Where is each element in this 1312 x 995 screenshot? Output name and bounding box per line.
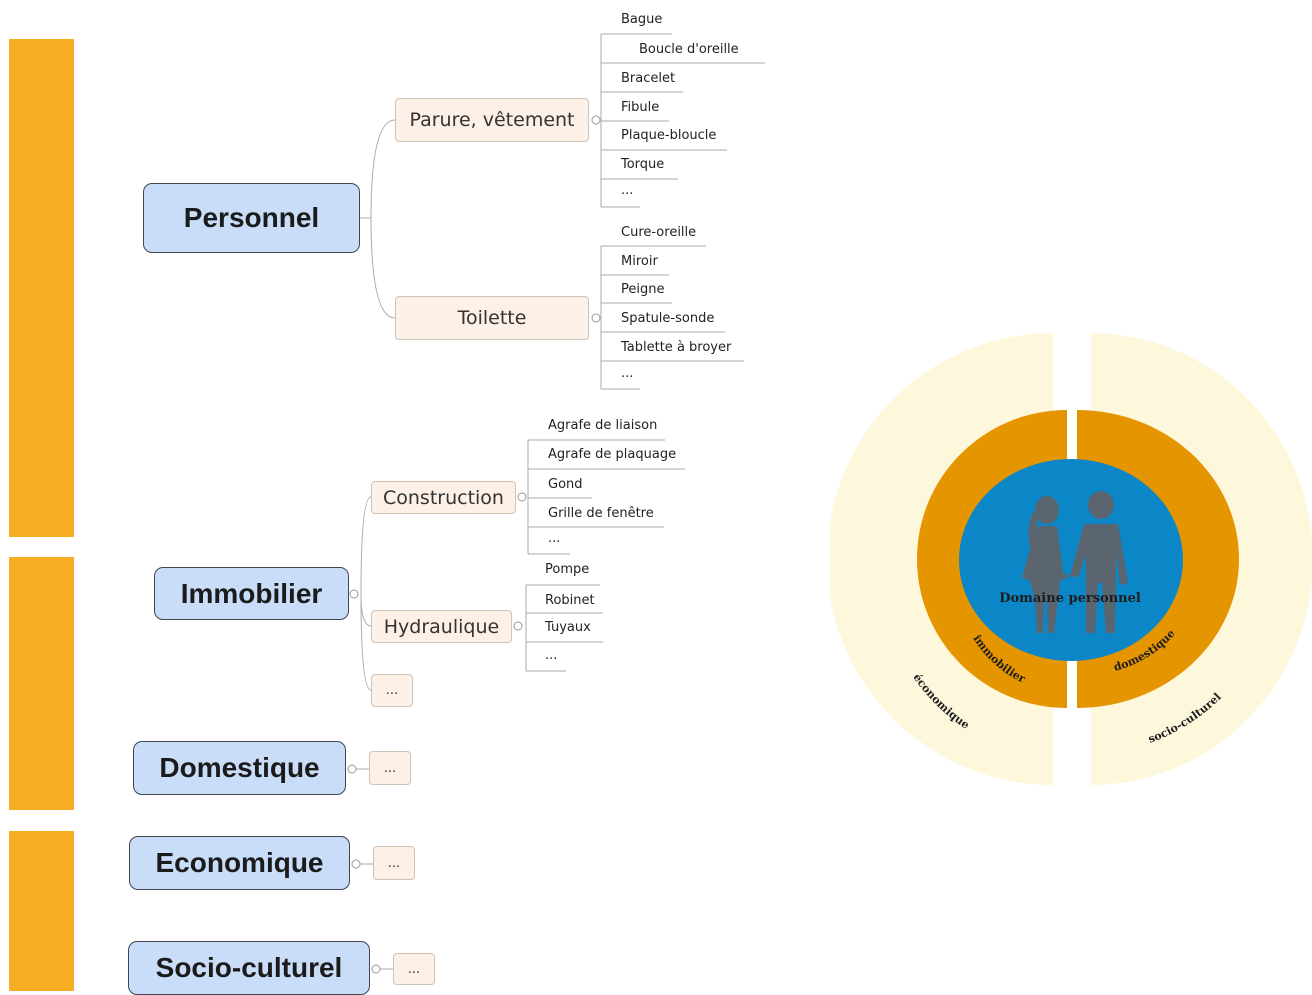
leaf-bracelet[interactable]: Bracelet [621,71,676,86]
root-label: Economique [155,847,324,878]
leaf-robinet[interactable]: Robinet [545,593,595,608]
root-label: Personnel [183,202,320,233]
node-parure-vetement[interactable]: Parure, vêtement [395,98,589,142]
leaf-more[interactable]: ... [545,648,558,663]
leaf-more[interactable]: ... [621,366,634,381]
leaf-miroir[interactable]: Miroir [621,254,658,269]
leaf-more[interactable]: ... [621,183,634,198]
root-label: Domestique [159,752,320,783]
leaf-fibule[interactable]: Fibule [621,100,660,115]
leaf-tablette-broyer[interactable]: Tablette à broyer [621,340,732,355]
couple-icon [1022,491,1128,633]
leaf-agrafe-liaison[interactable]: Agrafe de liaison [548,418,658,433]
node-more[interactable]: ... [369,751,411,785]
root-label: Immobilier [180,577,323,609]
leaf-plaque-boucle[interactable]: Plaque-bloucle [621,128,717,143]
leaf-cure-oreille[interactable]: Cure-oreille [621,225,697,240]
leaf-gond[interactable]: Gond [548,477,583,492]
node-label: Toilette [457,307,527,329]
root-label: Socio-culturel [155,952,343,983]
section-bar-lower [9,831,74,991]
leaf-torque[interactable]: Torque [621,157,665,172]
root-node-domestique[interactable]: Domestique [133,741,346,795]
leaf-more[interactable]: ... [548,531,561,546]
node-more[interactable]: ... [373,846,415,880]
node-toilette[interactable]: Toilette [395,296,589,340]
leaf-agrafe-plaquage[interactable]: Agrafe de plaquage [548,447,677,462]
node-label: Hydraulique [383,615,500,638]
root-node-socio-culturel[interactable]: Socio-culturel [128,941,370,995]
root-node-personnel[interactable]: Personnel [143,183,360,253]
center-circle [959,459,1183,661]
leaf-grille-fenetre[interactable]: Grille de fenêtre [548,506,654,521]
node-more[interactable]: ... [371,674,413,707]
section-bar-personnel [9,39,74,537]
node-label: Construction [383,486,504,509]
node-label: Parure, vêtement [409,109,575,131]
section-bar-immobilier [9,557,74,810]
domain-diagram: Domaine personnel immobilier domestique … [830,333,1312,785]
leaf-spatule-sonde[interactable]: Spatule-sonde [621,311,715,326]
root-node-immobilier[interactable]: Immobilier [154,567,349,620]
root-node-economique[interactable]: Economique [129,836,350,890]
node-hydraulique[interactable]: Hydraulique [371,610,512,643]
node-more[interactable]: ... [393,953,435,985]
leaf-tuyaux[interactable]: Tuyaux [545,620,591,635]
leaf-boucle-oreille[interactable]: Boucle d'oreille [639,42,739,57]
node-construction[interactable]: Construction [371,481,516,514]
center-label: Domaine personnel [999,591,1141,606]
leaf-pompe[interactable]: Pompe [545,562,590,577]
leaf-peigne[interactable]: Peigne [621,282,665,297]
leaf-bague[interactable]: Bague [621,12,663,27]
